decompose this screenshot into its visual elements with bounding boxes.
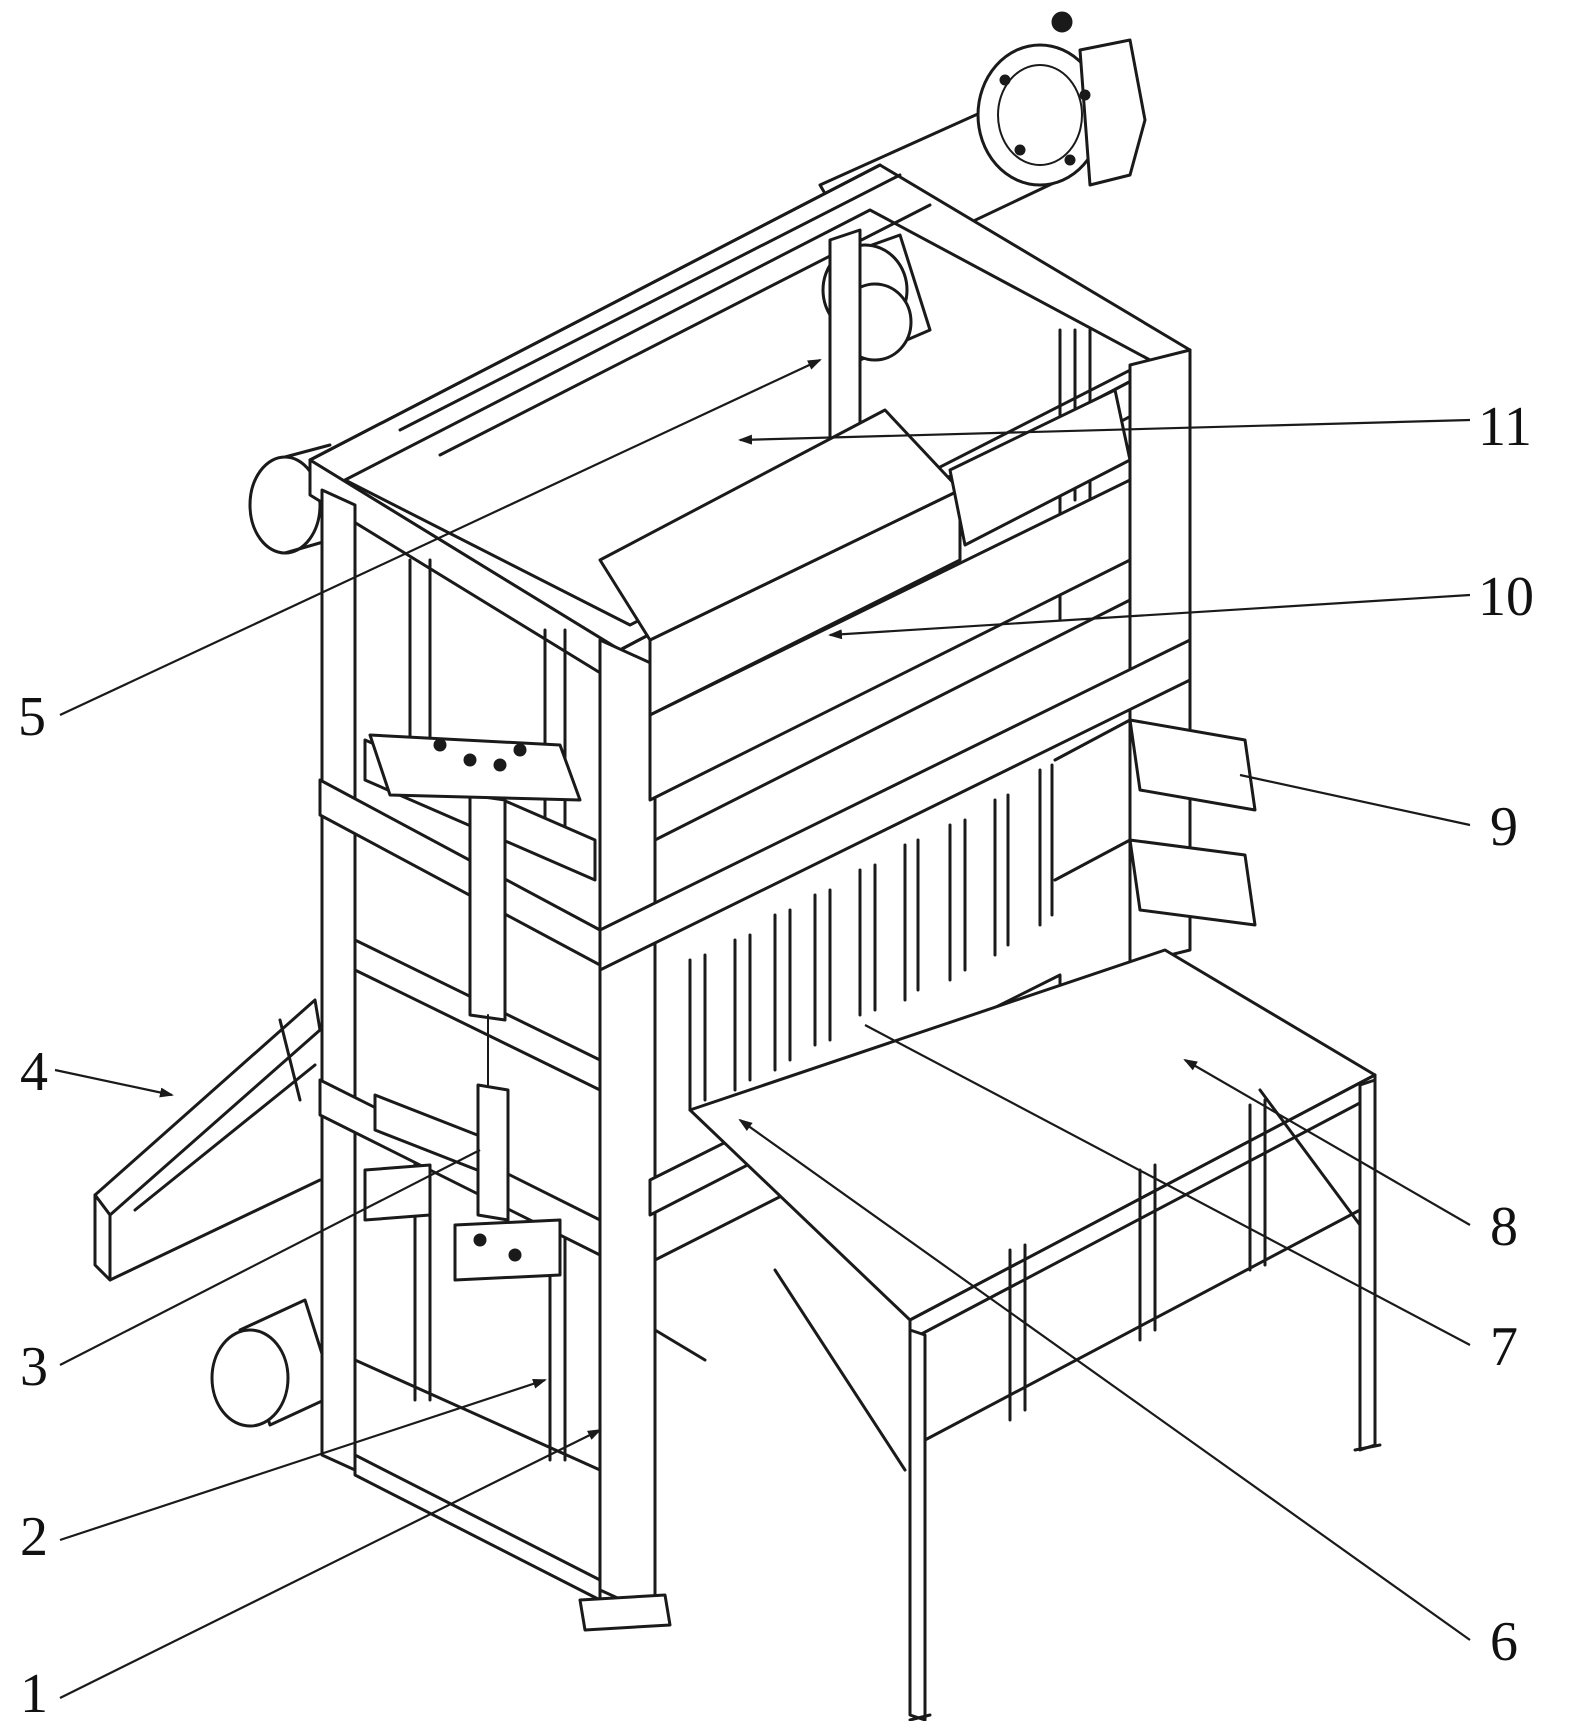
leader-8 [1183,1058,1471,1226]
leader-5 [59,359,822,716]
left-chute [93,998,322,1282]
leader-6 [738,1118,1471,1641]
callout-4: 4 [20,1041,48,1103]
leader-7 [864,1024,1471,1346]
callout-3: 3 [20,1336,48,1398]
leader-3 [59,1149,481,1366]
leader-4 [54,1068,174,1098]
leader-2 [59,1378,547,1542]
press-platen [598,388,1192,972]
callout-11: 11 [1478,396,1532,458]
mid-cross-beams [318,738,602,1257]
callout-8: 8 [1490,1196,1518,1258]
main-posts [320,228,1192,1617]
leader-10 [828,593,1471,640]
leader-1 [59,1429,602,1699]
leader-11 [738,418,1471,445]
left-lower-pipe [210,1298,337,1428]
callout-1: 1 [20,1663,48,1721]
right-chutes [1053,718,1257,927]
callout-6: 6 [1490,1611,1518,1673]
leader-9 [1239,773,1471,827]
callout-2: 2 [20,1506,48,1568]
callout-10: 10 [1478,566,1534,628]
callout-labels: 1 2 3 4 5 6 7 8 9 10 11 [18,396,1534,1721]
callout-7: 7 [1490,1316,1518,1378]
leader-lines [54,359,1471,1699]
callout-9: 9 [1490,796,1518,858]
callout-5: 5 [18,686,46,748]
output-table [688,948,1382,1721]
vertical-rods [688,763,1054,1112]
